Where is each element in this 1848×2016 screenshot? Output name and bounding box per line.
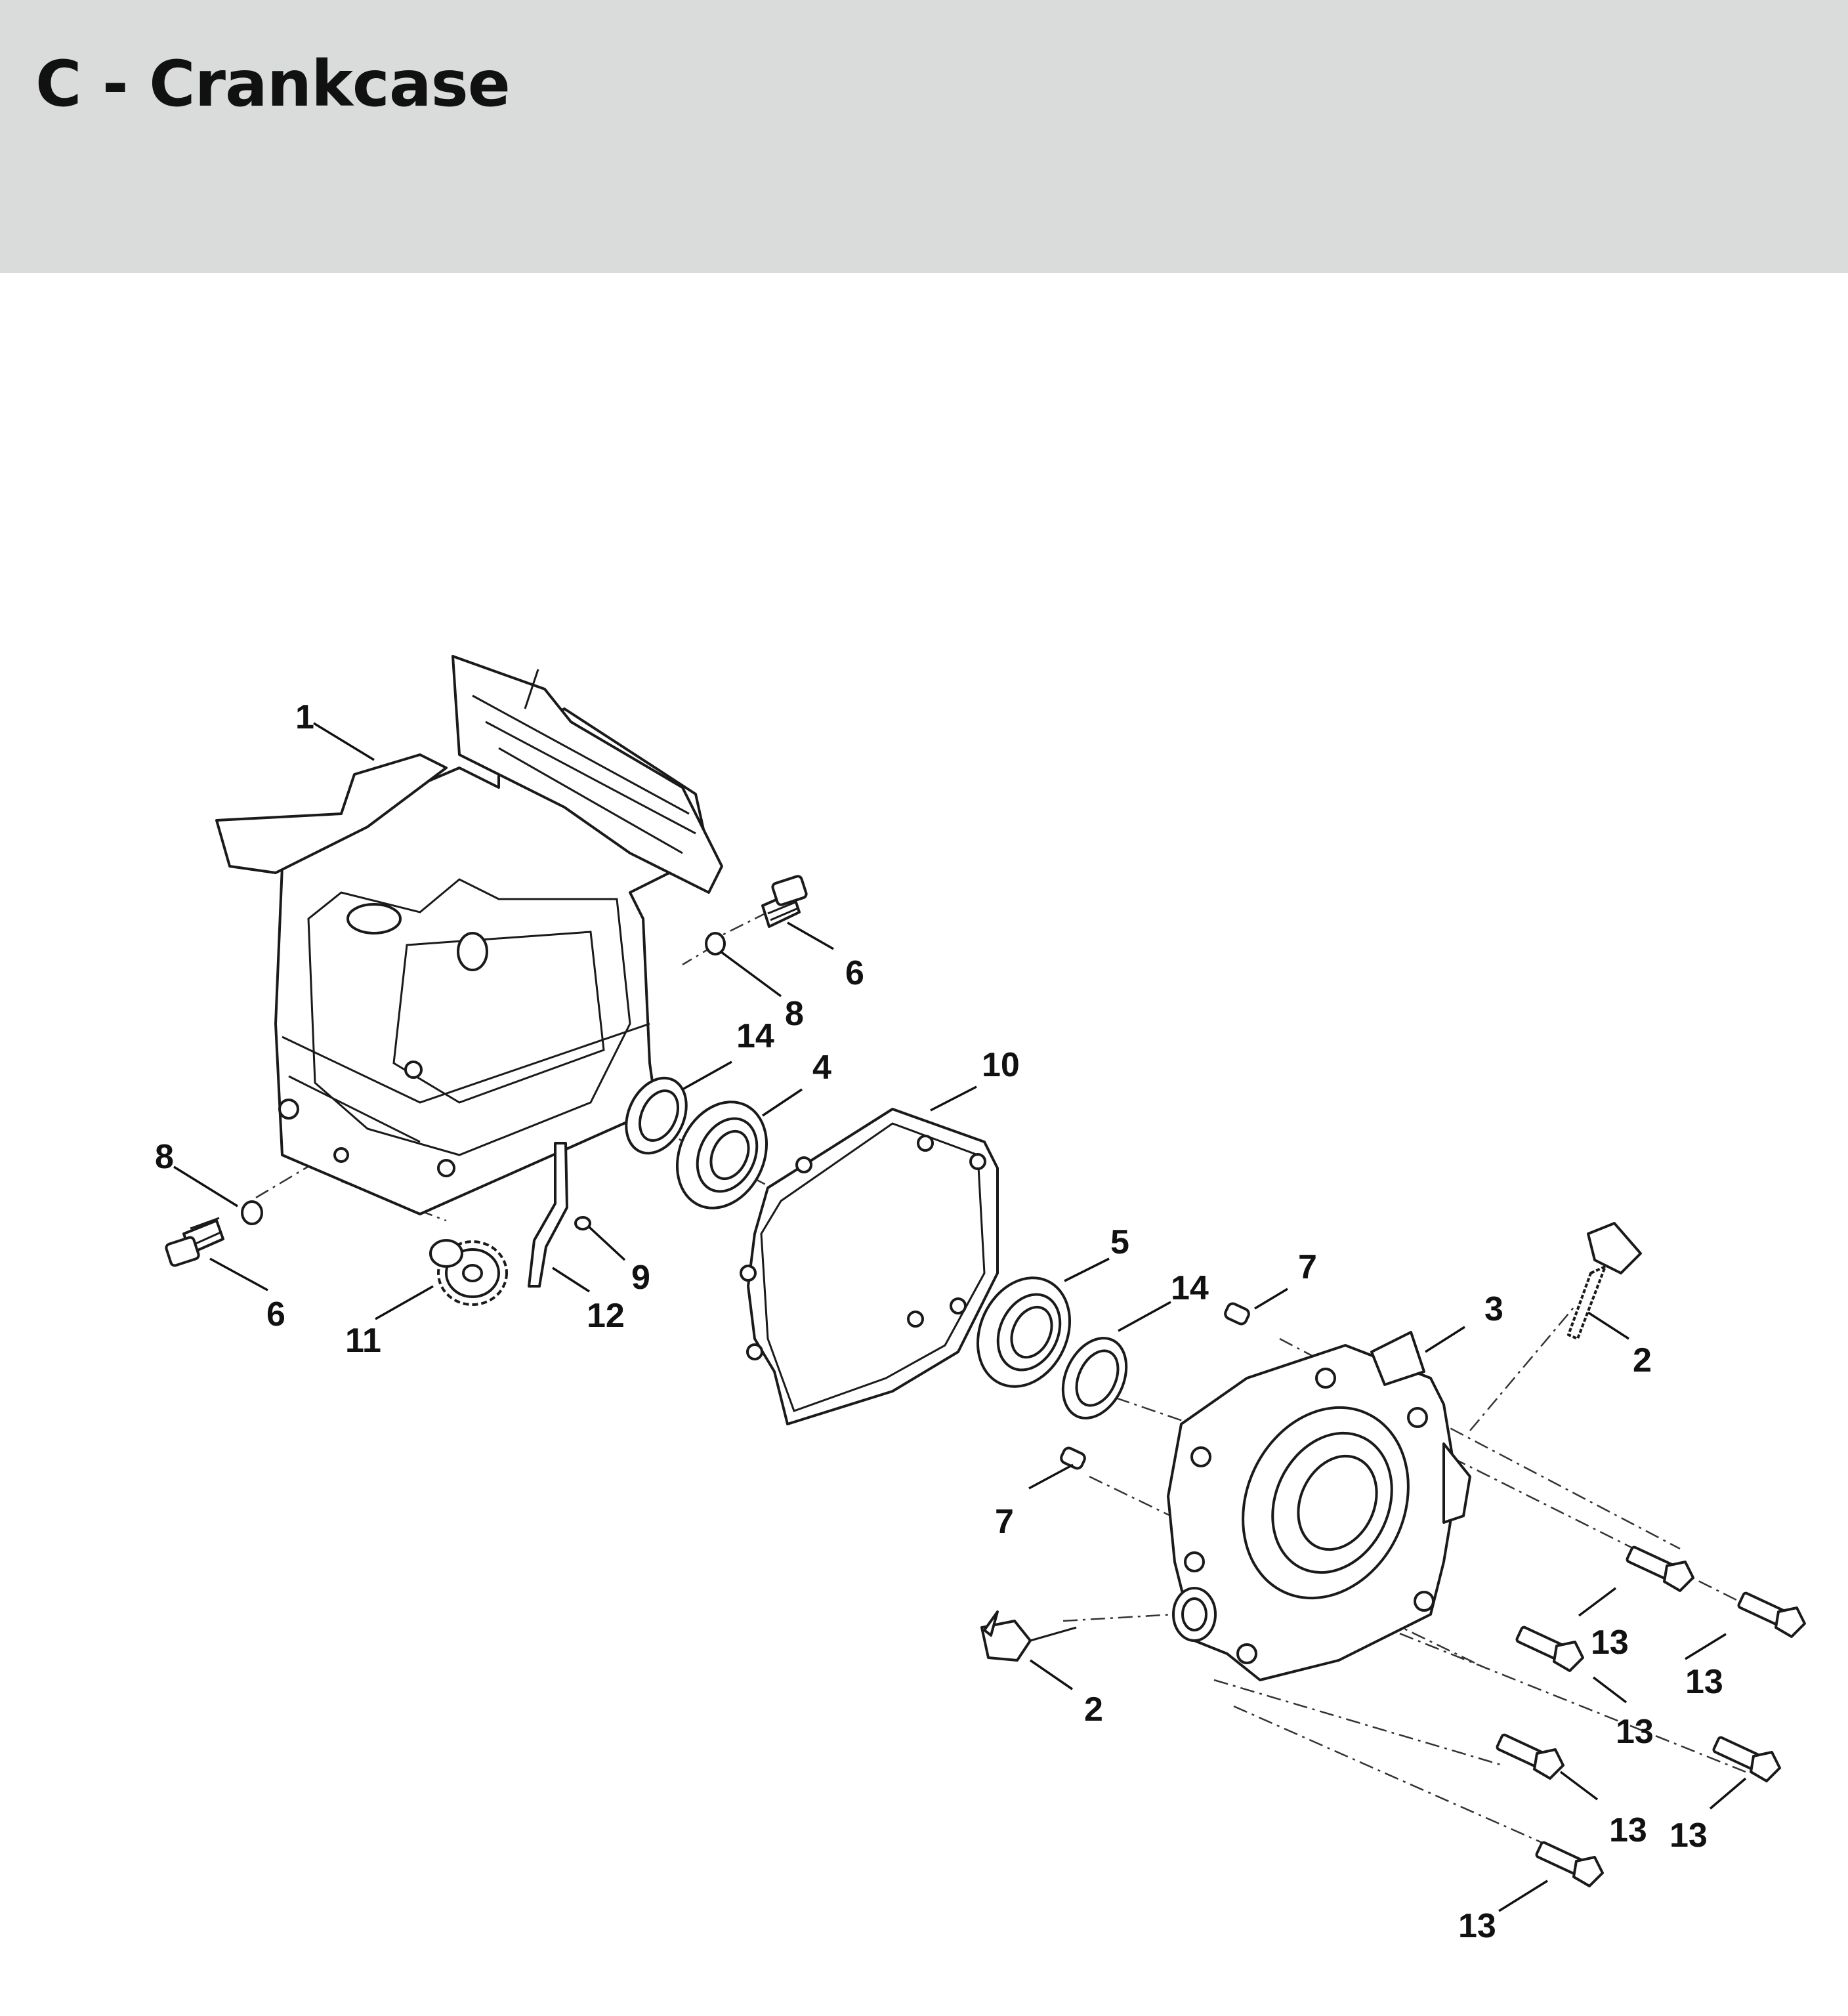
callout-8-lower: 8 bbox=[155, 1138, 174, 1176]
bearing-part-5 bbox=[976, 1276, 1071, 1388]
callout-13-d: 13 bbox=[1670, 1816, 1708, 1855]
callout-13-f: 13 bbox=[1458, 1907, 1496, 1945]
callout-1: 1 bbox=[295, 698, 314, 736]
callout-2-upper: 2 bbox=[1633, 1341, 1652, 1379]
callout-5: 5 bbox=[1110, 1223, 1129, 1261]
screw-part-6-upper bbox=[761, 875, 808, 928]
bolt-part-13-a bbox=[1626, 1545, 1694, 1592]
gasket-part-10 bbox=[740, 1108, 999, 1425]
callout-9: 9 bbox=[631, 1259, 650, 1297]
callout-6-upper: 6 bbox=[845, 954, 864, 992]
callout-12: 12 bbox=[587, 1297, 625, 1335]
callout-7-upper: 7 bbox=[1298, 1248, 1317, 1286]
bolt-part-13-c bbox=[1515, 1626, 1584, 1672]
dowel-part-7-upper bbox=[1224, 1302, 1250, 1326]
page-title: C - Crankcase bbox=[35, 47, 511, 121]
bolt-part-13-d bbox=[1712, 1736, 1781, 1782]
header-bar: C - Crankcase bbox=[0, 0, 1848, 273]
callout-6-lower: 6 bbox=[266, 1295, 285, 1334]
bolt-part-13-e bbox=[1496, 1733, 1564, 1780]
callout-2-lower: 2 bbox=[1084, 1690, 1103, 1729]
callout-8-upper: 8 bbox=[785, 995, 804, 1033]
oring-part-9 bbox=[574, 1216, 591, 1230]
callout-4: 4 bbox=[812, 1049, 831, 1087]
callout-13-b: 13 bbox=[1685, 1663, 1723, 1701]
callout-13-e: 13 bbox=[1609, 1811, 1647, 1849]
callout-14-upper: 14 bbox=[736, 1017, 774, 1055]
callout-10: 10 bbox=[982, 1046, 1020, 1084]
crankcase-body bbox=[215, 655, 723, 1215]
callout-13-c: 13 bbox=[1616, 1713, 1654, 1751]
washer-part-8-upper bbox=[705, 932, 726, 956]
dipstick-part-2-upper bbox=[1567, 1222, 1642, 1340]
callout-13-a: 13 bbox=[1591, 1624, 1629, 1662]
oil-seal-part-14-upper bbox=[625, 1076, 688, 1155]
bolt-part-13-b bbox=[1737, 1591, 1806, 1638]
dipstick-part-2-lower bbox=[980, 1610, 1077, 1662]
oil-seal-part-14-lower bbox=[1061, 1337, 1128, 1419]
callout-3: 3 bbox=[1484, 1290, 1503, 1328]
callout-11: 11 bbox=[345, 1322, 381, 1360]
callout-labels: 1 6 8 14 4 10 8 6 11 12 9 5 14 7 3 2 7 2… bbox=[155, 698, 1723, 1945]
bolt-part-13-f bbox=[1535, 1841, 1604, 1887]
callout-14-lower: 14 bbox=[1171, 1269, 1209, 1307]
callout-7-lower: 7 bbox=[995, 1503, 1014, 1541]
screw-part-6-lower bbox=[165, 1217, 224, 1267]
bearing-part-4 bbox=[675, 1101, 768, 1209]
gear-part-11 bbox=[429, 1239, 508, 1306]
lever-part-12 bbox=[528, 1142, 568, 1288]
dowel-part-7-lower bbox=[1060, 1446, 1086, 1470]
leader-lines bbox=[173, 722, 1747, 1912]
washer-part-8-lower bbox=[241, 1200, 263, 1225]
crankcase-cover-part-3 bbox=[1167, 1331, 1471, 1681]
